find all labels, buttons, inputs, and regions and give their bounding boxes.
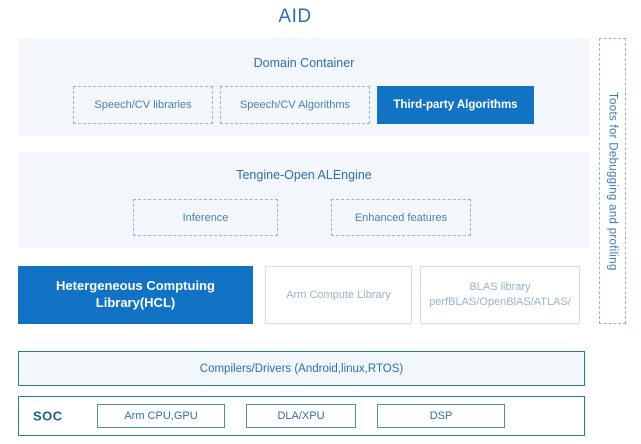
- engine-panel: Tengine-Open ALEngine: [18, 152, 590, 248]
- box-hcl[interactable]: Hetergeneous Comptuing Library(HCL): [18, 266, 253, 324]
- compilers-drivers-bar[interactable]: Compilers/Drivers (Android,linux,RTOS): [18, 351, 585, 386]
- box-speech-cv-algorithms[interactable]: Speech/CV Algorithms: [220, 86, 370, 124]
- box-speech-cv-libraries[interactable]: Speech/CV libraries: [73, 86, 213, 124]
- box-label-line1: Hetergeneous Comptuing: [56, 278, 215, 294]
- box-label: BLAS library perfBLAS/OpenBlAS/ATLAS/: [429, 280, 571, 310]
- box-label: Speech/CV libraries: [94, 99, 192, 111]
- box-label: DSP: [429, 410, 453, 422]
- soc-label: SOC: [33, 408, 63, 424]
- engine-title: Tengine-Open ALEngine: [236, 168, 372, 182]
- box-label: Inference: [182, 211, 229, 224]
- box-label: DLA/XPU: [277, 410, 325, 422]
- box-label-line1: BLAS library: [469, 281, 531, 294]
- box-label: Third-party Algorithms: [393, 99, 518, 111]
- box-arm-cpu-gpu[interactable]: Arm CPU,GPU: [97, 404, 225, 428]
- soc-bar: SOC Arm CPU,GPU DLA/XPU DSP: [18, 396, 585, 436]
- box-blas-library[interactable]: BLAS library perfBLAS/OpenBlAS/ATLAS/: [420, 266, 580, 324]
- compilers-drivers-label: Compilers/Drivers (Android,linux,RTOS): [199, 362, 404, 375]
- box-dla-xpu[interactable]: DLA/XPU: [246, 404, 356, 428]
- box-dsp[interactable]: DSP: [377, 404, 505, 428]
- tools-debugging-profiling-panel[interactable]: Toots for Debugging and profiling: [599, 38, 626, 324]
- domain-container-title: Domain Container: [253, 56, 355, 70]
- box-label: Hetergeneous Comptuing Library(HCL): [56, 278, 215, 312]
- box-label: Arm CPU,GPU: [124, 410, 198, 422]
- box-label: Speech/CV Algorithms: [239, 99, 351, 111]
- box-label-line2: Library(HCL): [95, 295, 176, 310]
- box-arm-compute-library[interactable]: Arm Compute Library: [265, 266, 412, 324]
- box-third-party-algorithms[interactable]: Third-party Algorithms: [377, 86, 534, 124]
- box-inference[interactable]: Inference: [133, 199, 278, 236]
- page-title: AID: [278, 6, 312, 27]
- box-label: Enhanced features: [354, 211, 448, 224]
- tools-panel-label: Toots for Debugging and profiling: [606, 91, 619, 271]
- box-label-line2: perfBLAS/OpenBlAS/ATLAS/: [429, 296, 571, 308]
- box-label: Arm Compute Library: [286, 288, 391, 301]
- box-enhanced-features[interactable]: Enhanced features: [331, 199, 471, 236]
